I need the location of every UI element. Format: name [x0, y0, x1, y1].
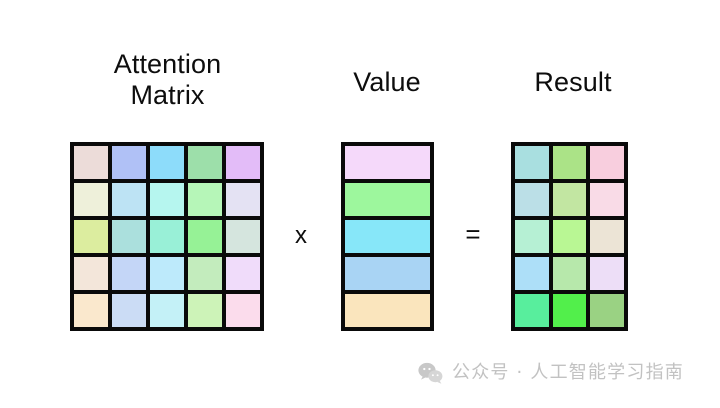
attention-matrix-grid [70, 142, 264, 331]
matrix-cell [112, 257, 146, 290]
matrix-cell [74, 183, 108, 216]
matrix-cell [74, 257, 108, 290]
matrix-cell [112, 183, 146, 216]
matrix-cell [515, 257, 549, 290]
matrix-cell [188, 146, 222, 179]
result-matrix-title: Result [534, 67, 612, 97]
matrix-cell [226, 183, 260, 216]
matrix-cell [112, 146, 146, 179]
matrix-cell [552, 257, 587, 290]
matrix-cell [150, 183, 184, 216]
matrix-cell [515, 183, 549, 216]
matrix-cell [150, 220, 184, 253]
attention-matrix-title: Attention Matrix [113, 49, 222, 110]
wechat-icon [418, 362, 443, 384]
matrix-cell [552, 294, 587, 327]
matrix-cell [590, 294, 624, 327]
multiply-operator: x [295, 222, 307, 249]
matrix-cell [74, 294, 108, 327]
matrix-cell [590, 257, 624, 290]
matrix-cell [345, 183, 430, 216]
matrix-cell [112, 220, 146, 253]
matrix-cell [590, 183, 624, 216]
matrix-cell [188, 257, 222, 290]
matrix-cell [150, 257, 184, 290]
result-matrix-grid [511, 142, 628, 331]
matrix-cell [590, 146, 624, 179]
matrix-cell [345, 220, 430, 253]
matrix-cell [515, 294, 549, 327]
matrix-cell [515, 220, 549, 253]
watermark-text: 公众号 · 人工智能学习指南 [452, 362, 684, 383]
matrix-cell [345, 146, 430, 179]
matrix-cell [150, 146, 184, 179]
matrix-cell [150, 294, 184, 327]
value-matrix-grid [341, 142, 434, 331]
matrix-cell [226, 257, 260, 290]
matrix-cell [188, 183, 222, 216]
matrix-cell [552, 183, 587, 216]
matrix-cell [74, 146, 108, 179]
value-matrix-title: Value [353, 67, 421, 97]
matrix-cell [188, 294, 222, 327]
matrix-cell [188, 220, 222, 253]
matrix-cell [552, 220, 587, 253]
matrix-cell [515, 146, 549, 179]
watermark: 公众号 · 人工智能学习指南 [418, 362, 684, 384]
matrix-cell [552, 146, 587, 179]
matrix-cell [74, 220, 108, 253]
matrix-cell [345, 294, 430, 327]
matrix-cell [112, 294, 146, 327]
matrix-cell [226, 146, 260, 179]
matrix-cell [226, 220, 260, 253]
equals-operator: = [465, 219, 481, 249]
matrix-cell [590, 220, 624, 253]
matrix-cell [226, 294, 260, 327]
matrix-cell [345, 257, 430, 290]
